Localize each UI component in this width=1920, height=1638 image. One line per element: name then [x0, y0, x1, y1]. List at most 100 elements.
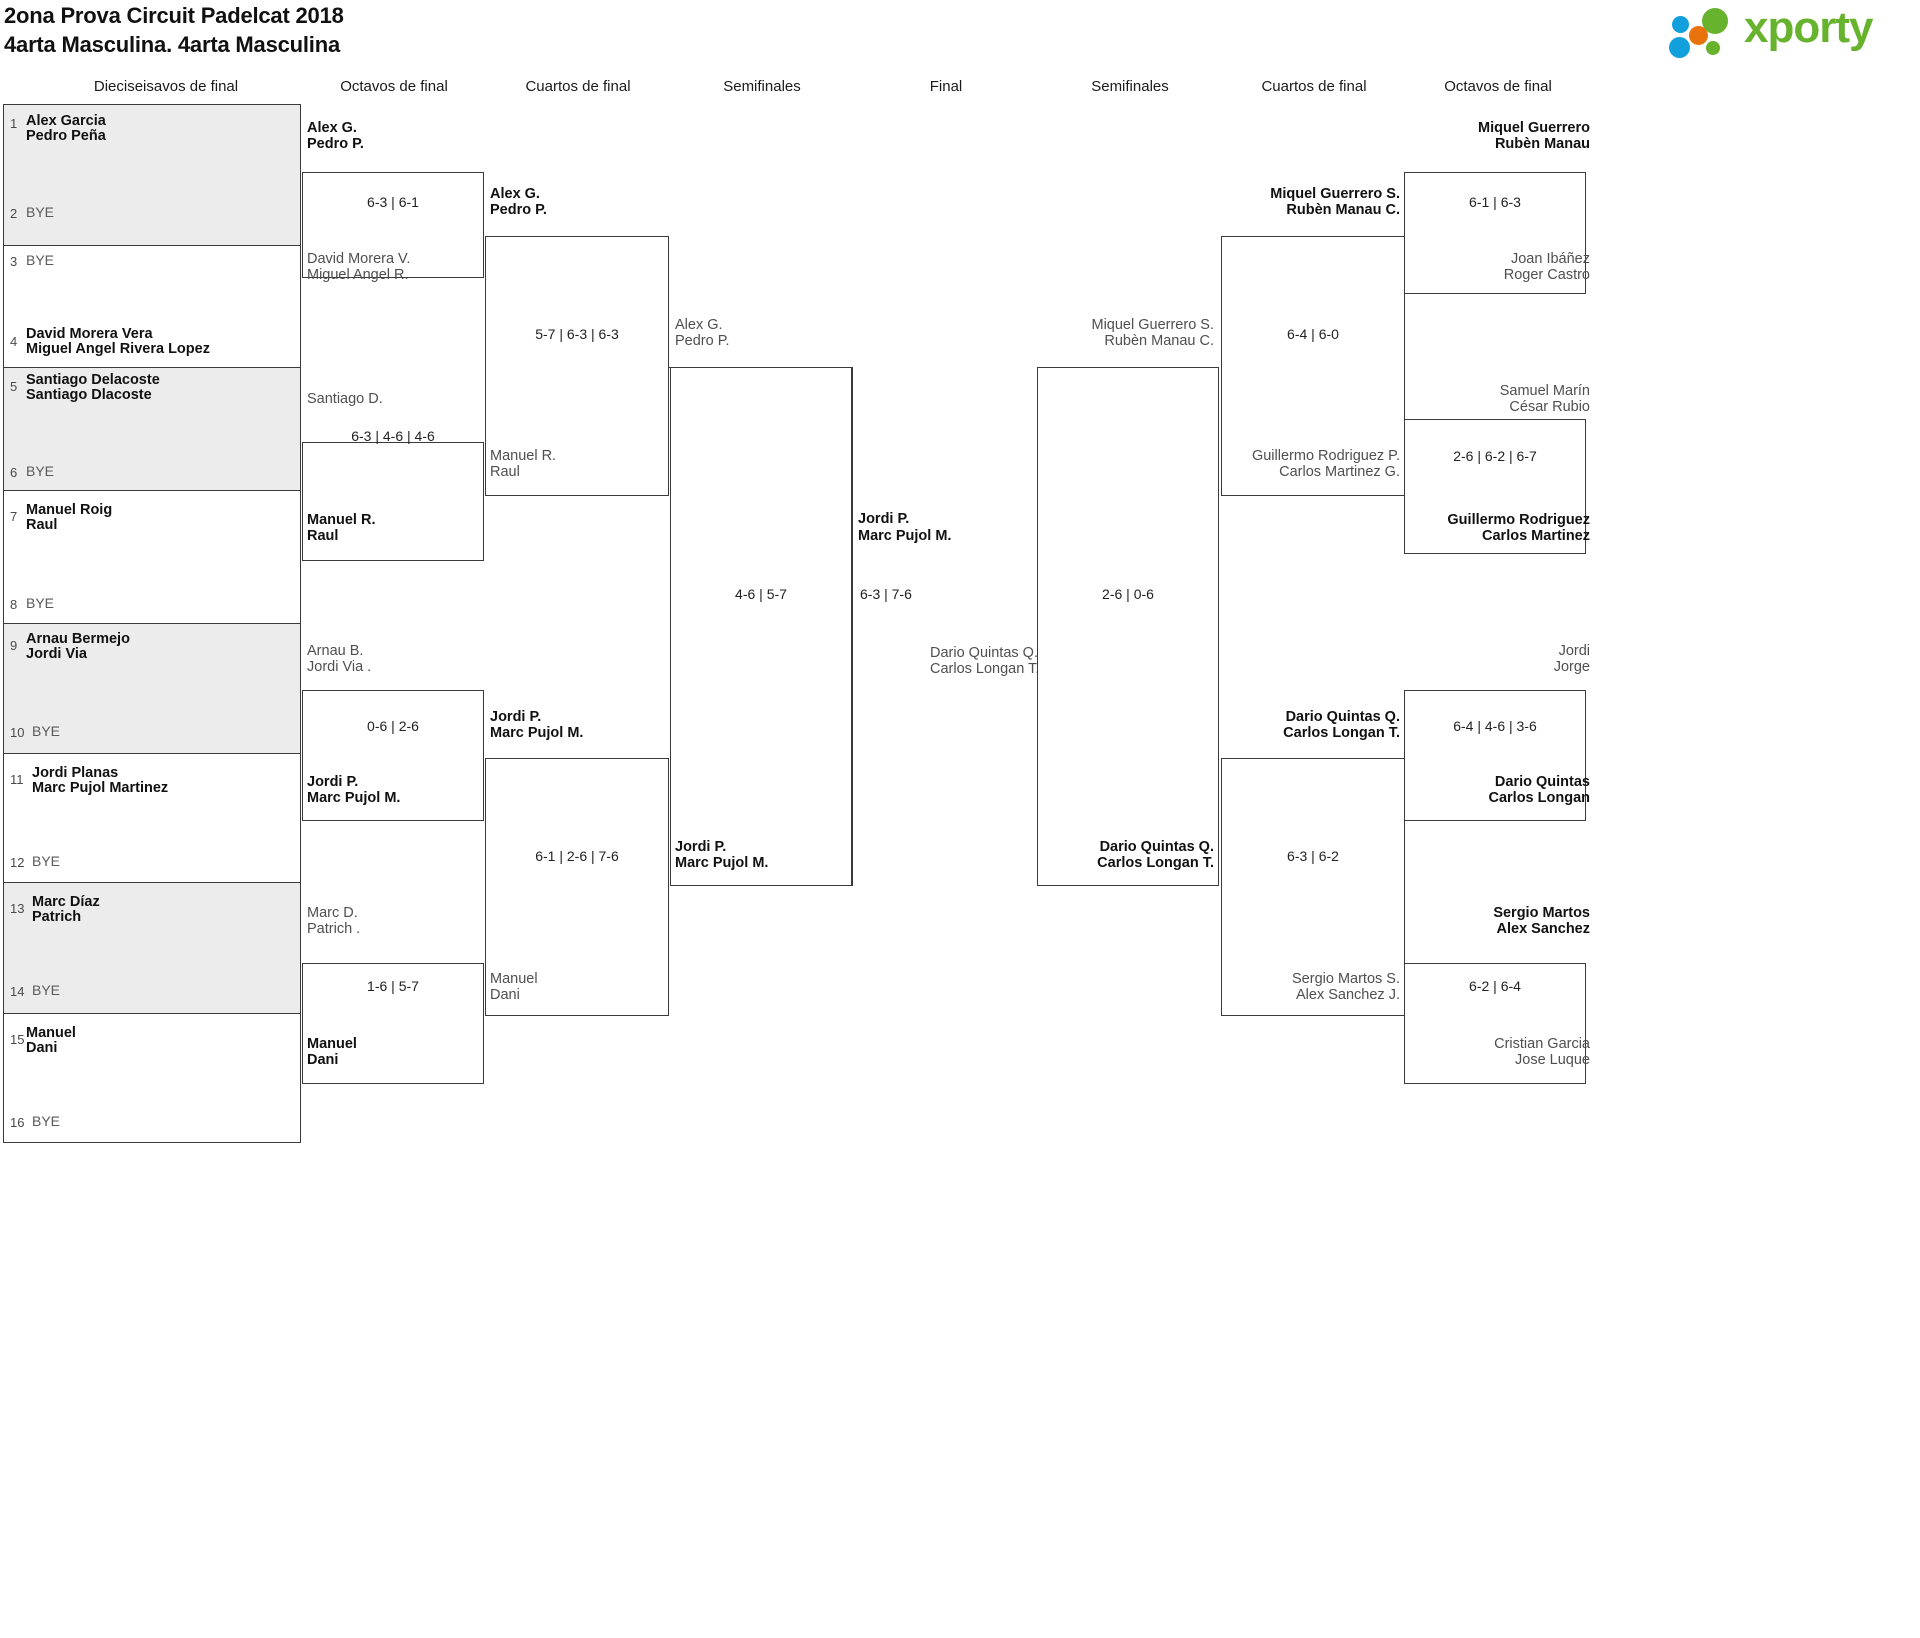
logo-wordmark: xporty: [1744, 3, 1873, 52]
round-header-r1-left: Dieciseisavos de final: [93, 78, 239, 95]
seed-player-2: Miguel Angel Rivera Lopez: [26, 341, 210, 357]
seed-number: 5: [10, 379, 18, 394]
team-left-octavos-1-top-p2: Pedro P.: [307, 136, 364, 152]
team-right-octavos-1-bot-p2: Roger Castro: [1503, 267, 1590, 283]
team-left-octavos-4-bot-p1: Manuel: [307, 1036, 357, 1052]
seed-player-1: BYE: [26, 252, 55, 268]
seed-pair-6[interactable]: 11 Jordi Planas Marc Pujol Martinez 12 B…: [3, 753, 301, 882]
match-box-right-octavos-3[interactable]: [1404, 690, 1586, 821]
score-right-cuartos-1: 6-4 | 6-0: [1287, 326, 1339, 342]
score-final: 6-3 | 7-6: [860, 586, 912, 602]
team-right-octavos-3-bot-p1: Dario Quintas: [1494, 774, 1590, 790]
team-final-left-p2: Marc Pujol M.: [858, 528, 952, 544]
team-left-semifinal-bot-p2: Marc Pujol M.: [675, 855, 769, 871]
match-box-right-semifinal[interactable]: [1037, 367, 1219, 886]
seed-number: 14: [10, 984, 25, 999]
team-left-octavos-4-top-p2: Patrich .: [307, 921, 361, 937]
tournament-category: 4arta Masculina. 4arta Masculina: [4, 31, 340, 57]
seed-number: 2: [10, 206, 18, 221]
team-left-octavos-4-bot-p2: Dani: [307, 1052, 339, 1068]
logo-dot-orange: [1689, 26, 1708, 45]
team-right-octavos-3-top-p2: Jorge: [1553, 659, 1590, 675]
connector-final-center: [852, 367, 853, 886]
seed-player-1: BYE: [32, 853, 61, 869]
match-box-right-cuartos-1[interactable]: [1221, 236, 1405, 496]
team-right-semifinal-bot-p1: Dario Quintas Q.: [1099, 839, 1214, 855]
seed-player-2: Dani: [26, 1040, 58, 1056]
seed-pair-2[interactable]: 3 BYE 4 David Morera Vera Miguel Angel R…: [3, 245, 301, 367]
team-right-octavos-4-top-p2: Alex Sanchez: [1496, 921, 1591, 937]
team-left-semifinal-top-p2: Pedro P.: [675, 333, 730, 349]
logo-dot-green-small: [1706, 41, 1720, 55]
team-right-octavos-2-bot-p1: Guillermo Rodriguez: [1447, 512, 1590, 528]
team-left-octavos-2-bot-p1: Manuel R.: [307, 512, 376, 528]
round-header-r3-right: Cuartos de final: [1261, 78, 1367, 95]
seed-player-2: Jordi Via: [26, 646, 87, 662]
seed-player-1: David Morera Vera: [26, 326, 153, 342]
round-header-r4-left: Semifinales: [723, 78, 801, 95]
match-box-left-cuartos-2[interactable]: [485, 758, 669, 1016]
team-right-semifinal-top-p1: Miquel Guerrero S.: [1091, 317, 1215, 333]
seed-number: 9: [10, 638, 18, 653]
seed-number: 13: [10, 901, 25, 916]
seed-player-2: Santiago Dlacoste: [26, 387, 152, 403]
seed-player-2: Patrich: [32, 909, 82, 925]
match-box-left-octavos-1[interactable]: [302, 172, 484, 278]
team-right-cuartos-2-top-p1: Dario Quintas Q.: [1285, 709, 1400, 725]
connector-line: [669, 367, 671, 368]
team-left-octavos-2-top-p1: Santiago D.: [307, 391, 383, 407]
team-left-cuartos-2-bot-p2: Dani: [490, 987, 520, 1003]
team-final-right-p1: Dario Quintas Q.: [930, 645, 1038, 661]
team-right-octavos-2-bot-p2: Carlos Martinez: [1482, 528, 1590, 544]
match-box-left-cuartos-1[interactable]: [485, 236, 669, 496]
seed-pair-7[interactable]: 13 Marc Díaz Patrich 14 BYE: [3, 882, 301, 1013]
team-left-octavos-3-top-p1: Arnau B.: [307, 643, 364, 659]
seed-pair-3[interactable]: 5 Santiago Delacoste Santiago Dlacoste 6…: [3, 367, 301, 490]
seed-number: 10: [10, 725, 25, 740]
match-box-left-semifinal[interactable]: [670, 367, 852, 886]
team-left-semifinal-bot-p1: Jordi P.: [675, 839, 727, 855]
round-header-r3-left: Cuartos de final: [525, 78, 631, 95]
round-header-r4-right: Semifinales: [1091, 78, 1169, 95]
team-left-cuartos-2-top-p1: Jordi P.: [490, 709, 542, 725]
score-left-cuartos-2: 6-1 | 2-6 | 7-6: [535, 848, 619, 864]
score-right-cuartos-2: 6-3 | 6-2: [1287, 848, 1339, 864]
seed-player-2: Marc Pujol Martinez: [32, 780, 169, 796]
team-right-octavos-2-top-p1: Samuel Marín: [1499, 383, 1590, 399]
team-left-octavos-3-bot-p1: Jordi P.: [307, 774, 359, 790]
team-right-cuartos-1-bot-p2: Carlos Martinez G.: [1279, 464, 1400, 480]
team-right-octavos-3-top-p1: Jordi: [1558, 643, 1590, 659]
seed-player-1: Manuel Roig: [26, 502, 113, 518]
seed-number: 1: [10, 116, 18, 131]
logo-dot-blue-small: [1672, 16, 1689, 33]
seed-player-1: Alex Garcia: [26, 113, 106, 129]
match-box-left-octavos-2[interactable]: [302, 442, 484, 561]
seed-pair-1[interactable]: 1 Alex Garcia Pedro Peña 2 BYE: [3, 104, 301, 245]
team-left-octavos-1-bot-p1: David Morera V.: [307, 251, 411, 267]
seed-player-1: BYE: [26, 595, 55, 611]
seed-player-2: Pedro Peña: [26, 128, 106, 144]
seed-pair-5[interactable]: 9 Arnau Bermejo Jordi Via 10 BYE: [3, 623, 301, 753]
seed-player-1: Arnau Bermejo: [26, 631, 130, 647]
logo-dot-blue-large: [1669, 37, 1690, 58]
round-header-final: Final: [929, 78, 963, 95]
seed-number: 8: [10, 597, 18, 612]
seed-player-1: BYE: [26, 204, 55, 220]
tournament-title: 2ona Prova Circuit Padelcat 2018: [4, 3, 344, 28]
seed-player-1: Marc Díaz: [32, 894, 100, 910]
match-box-left-octavos-3[interactable]: [302, 690, 484, 821]
seed-number: 4: [10, 334, 18, 349]
match-box-right-octavos-4[interactable]: [1404, 963, 1586, 1084]
match-box-right-octavos-1[interactable]: [1404, 172, 1586, 294]
match-box-right-cuartos-2[interactable]: [1221, 758, 1405, 1016]
team-right-octavos-4-bot-p1: Cristian Garcia: [1494, 1036, 1590, 1052]
team-right-octavos-1-top-p2: Rubèn Manau: [1494, 136, 1590, 152]
match-box-right-octavos-2[interactable]: [1404, 419, 1586, 554]
team-left-octavos-1-bot-p2: Miguel Angel R.: [307, 267, 409, 283]
match-box-left-octavos-4[interactable]: [302, 963, 484, 1084]
seed-pair-8[interactable]: 15 Manuel Dani 16 BYE: [3, 1013, 301, 1143]
team-right-octavos-4-top-p1: Sergio Martos: [1493, 905, 1590, 921]
seed-player-1: BYE: [32, 723, 61, 739]
seed-number: 15: [10, 1032, 25, 1047]
seed-pair-4[interactable]: 7 Manuel Roig Raul 8 BYE: [3, 490, 301, 623]
